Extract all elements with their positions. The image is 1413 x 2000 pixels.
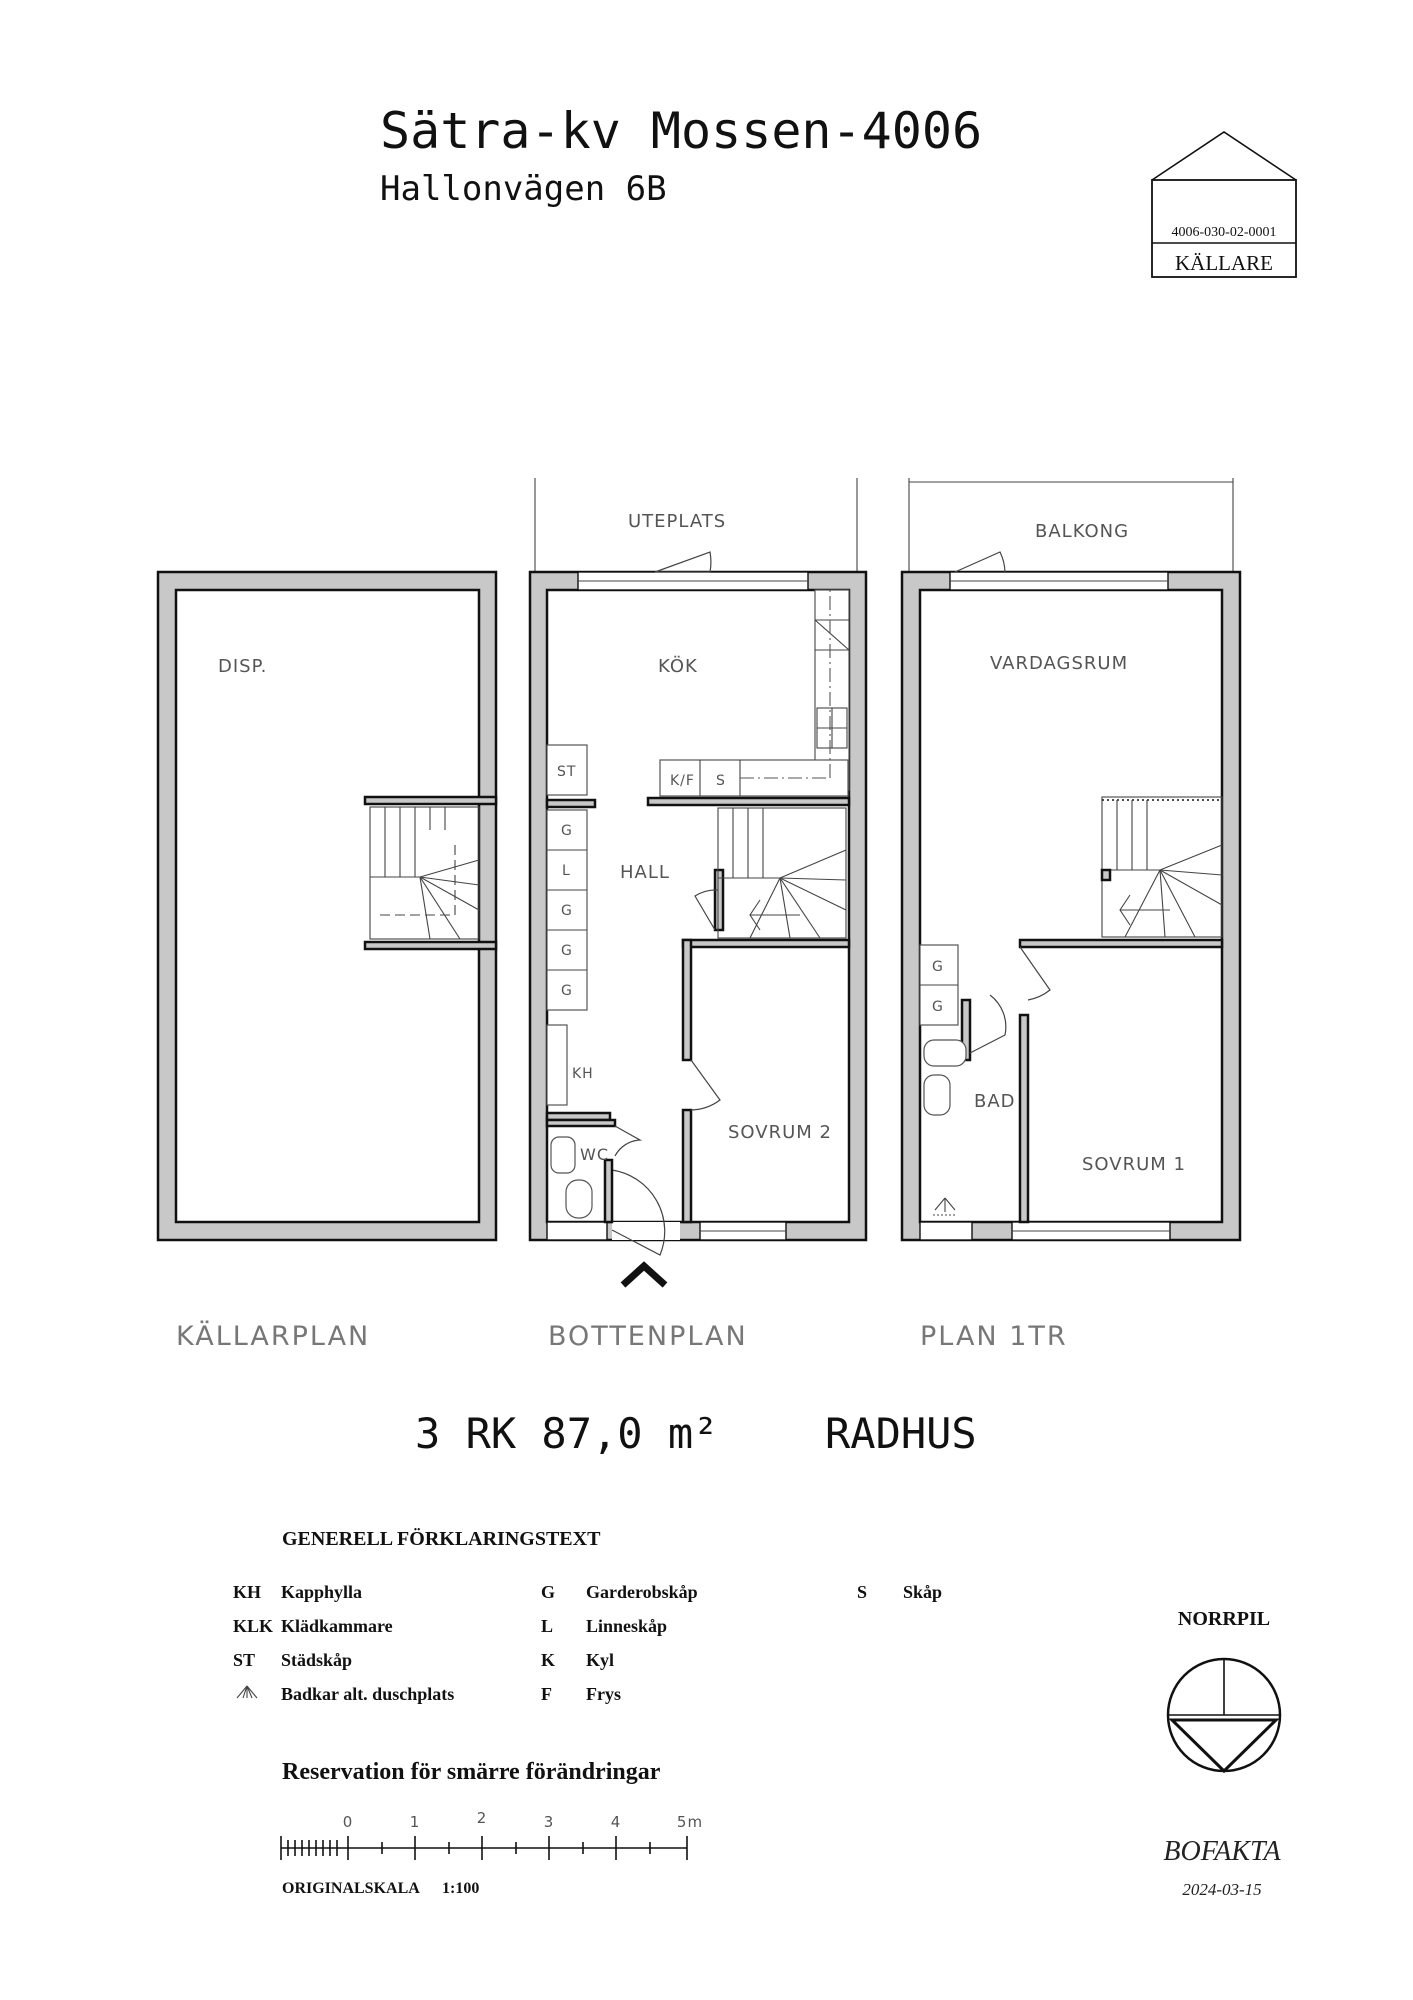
scale-tick-label: 5m — [677, 1813, 703, 1831]
scale-tick-label: 1 — [410, 1813, 421, 1831]
company-name: BOFAKTA — [1163, 1836, 1281, 1867]
legend-code: ST — [233, 1650, 255, 1670]
scale-ratio: 1:100 — [442, 1880, 479, 1897]
label-kf: K/F — [670, 773, 695, 789]
legend-text: Frys — [586, 1684, 621, 1704]
room-label-kok: KÖK — [658, 655, 698, 677]
label-g3: G — [561, 943, 573, 959]
legend-text: Städskåp — [281, 1650, 352, 1670]
plan-caption-bottenplan: BOTTENPLAN — [548, 1321, 748, 1352]
sovrum2-door — [690, 1059, 721, 1111]
balcony-door — [954, 551, 1006, 573]
scale-tick-label: 4 — [611, 1813, 622, 1831]
plan-caption-plan1tr: PLAN 1TR — [920, 1321, 1068, 1352]
scale-bar: 0 1 2 3 4 5m ORIGINALSKALA 1:100 — [280, 1809, 703, 1897]
room-label-balkong: BALKONG — [1035, 521, 1129, 542]
toilet-icon — [923, 1074, 951, 1116]
ground-floor-plan: UTEPLATS K/F — [528, 478, 868, 1288]
north-label: NORRPIL — [1178, 1608, 1270, 1630]
bad-door — [969, 994, 1007, 1054]
sheet-address: Hallonvägen 6B — [380, 169, 667, 209]
ground-stairs — [717, 807, 847, 939]
legend-code: L — [541, 1616, 553, 1636]
house-roof-icon — [1151, 131, 1297, 181]
scale-label: ORIGINALSKALA — [282, 1880, 420, 1897]
legend-code: F — [541, 1684, 552, 1704]
room-label-uteplats: UTEPLATS — [628, 511, 726, 532]
upper-floor-plan: BALKONG — [900, 478, 1242, 1242]
legend-heading: GENERELL FÖRKLARINGSTEXT — [282, 1527, 601, 1550]
stamp-id: 4006-030-02-0001 — [1172, 225, 1277, 240]
legend-text: Kapphylla — [281, 1582, 362, 1602]
label-s: S — [716, 773, 726, 789]
legend-text: Kyl — [586, 1650, 614, 1670]
label-g4: G — [561, 983, 573, 999]
room-label-vardagsrum: VARDAGSRUM — [990, 653, 1128, 674]
toilet-icon — [565, 1179, 593, 1219]
legend-code: G — [541, 1582, 555, 1602]
patio-door — [654, 551, 712, 573]
sheet-title: Sätra-kv Mossen-4006 — [380, 102, 982, 160]
room-label-disp: DISP. — [218, 656, 267, 677]
basement-stairs — [369, 806, 480, 940]
entry-door — [611, 1169, 666, 1256]
sink-icon — [923, 1039, 967, 1067]
apartment-size: 3 RK 87,0 m² — [415, 1409, 718, 1458]
basement-plan: DISP. — [156, 570, 498, 1242]
north-arrow: NORRPIL — [1166, 1608, 1282, 1774]
room-label-hall: HALL — [620, 862, 670, 883]
drawing-date: 2024-03-15 — [1182, 1880, 1261, 1899]
label-st: ST — [557, 764, 576, 780]
label-g2: G — [561, 903, 573, 919]
legend-text: Klädkammare — [281, 1616, 393, 1636]
legend-code: KLK — [233, 1616, 273, 1636]
label-l: L — [562, 863, 571, 879]
label-g6: G — [932, 999, 944, 1015]
legend-code: KH — [233, 1582, 261, 1602]
legend-text: Skåp — [903, 1582, 942, 1602]
legend-code: K — [541, 1650, 555, 1670]
room-label-sovrum2: SOVRUM 2 — [728, 1122, 832, 1143]
legend: GENERELL FÖRKLARINGSTEXT KH Kapphylla KL… — [233, 1527, 942, 1704]
upper-stairs — [1101, 796, 1223, 938]
window — [546, 1221, 608, 1241]
label-g5: G — [932, 959, 944, 975]
label-g1: G — [561, 823, 573, 839]
entry-arrow-icon — [620, 1261, 668, 1288]
scale-tick-label: 2 — [477, 1809, 488, 1827]
shower-icon — [236, 1685, 258, 1699]
window — [919, 1221, 973, 1241]
stamp-label: KÄLLARE — [1175, 251, 1273, 275]
label-kh: KH — [572, 1066, 594, 1082]
stamp-box: 4006-030-02-0001 KÄLLARE — [1151, 131, 1297, 278]
sink-icon — [550, 1136, 576, 1174]
legend-text: Garderobskåp — [586, 1582, 698, 1602]
legend-text: Badkar alt. duschplats — [281, 1684, 454, 1704]
room-label-bad: BAD — [974, 1091, 1016, 1112]
legend-text: Linneskåp — [586, 1616, 667, 1636]
reservation-note: Reservation för smärre förändringar — [282, 1759, 661, 1785]
plan-caption-kallarplan: KÄLLARPLAN — [176, 1320, 370, 1352]
apartment-type: RADHUS — [825, 1409, 977, 1458]
room-label-sovrum1: SOVRUM 1 — [1082, 1154, 1186, 1175]
scale-tick-label: 3 — [544, 1813, 555, 1831]
stair-door — [694, 889, 719, 931]
basement-walls — [156, 570, 498, 1242]
shower-icon — [933, 1197, 957, 1216]
sovrum1-door — [1019, 946, 1051, 1001]
wc-door — [614, 1125, 643, 1157]
scale-tick-label: 0 — [343, 1813, 354, 1831]
room-label-wc: WC — [580, 1145, 609, 1164]
legend-code: S — [857, 1582, 867, 1602]
